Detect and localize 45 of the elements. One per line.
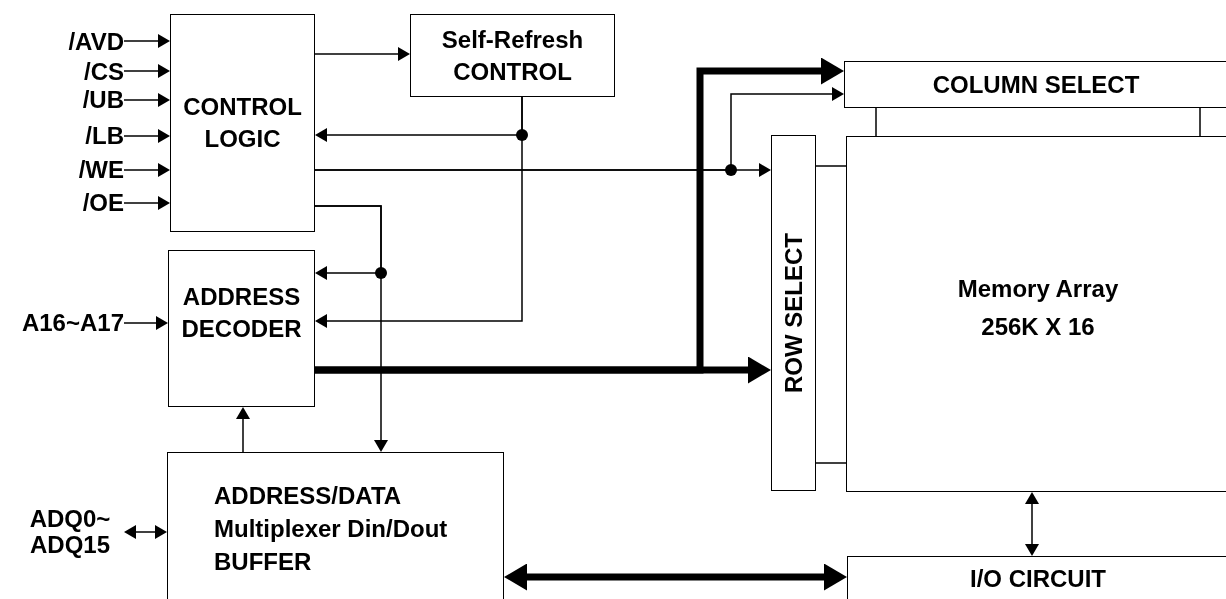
arrow: [123, 64, 170, 78]
bus-arrow: [504, 563, 847, 591]
signal-label: /WE: [56, 157, 124, 183]
arrow: [123, 129, 170, 143]
block-box: [844, 61, 1226, 108]
block-label: Self-Refresh CONTROL: [440, 24, 585, 87]
connector-line: [875, 107, 877, 137]
arrow: [1025, 492, 1039, 556]
block-box: [771, 135, 816, 491]
block-box: [168, 250, 315, 407]
connector-line: [815, 165, 847, 167]
arrow: [123, 34, 170, 48]
block-box: [847, 556, 1226, 599]
block-label: Memory Array: [957, 274, 1119, 304]
arrow: [314, 47, 410, 61]
arrow: [314, 87, 844, 171]
arrow: [123, 196, 170, 210]
arrow: [236, 407, 250, 453]
block-box: [167, 452, 504, 599]
block-box: [170, 14, 315, 232]
block-label: ROW SELECT: [778, 233, 808, 393]
block-label: ADDRESS DECODER: [180, 282, 303, 344]
signal-label: /AVD: [56, 29, 124, 55]
bus-arrow: [315, 57, 844, 374]
signal-label: /CS: [56, 59, 124, 85]
signal-label: /OE: [56, 190, 124, 216]
block-box: [410, 14, 615, 97]
arrow: [123, 93, 170, 107]
connector-line: [1199, 107, 1201, 137]
signal-label: A16~A17: [8, 310, 124, 336]
signal-label: ADQ0~ ADQ15: [16, 506, 124, 560]
arrow: [315, 96, 523, 328]
signal-label: /LB: [56, 123, 124, 149]
signal-label: /UB: [56, 87, 124, 113]
block-label: ADDRESS/DATA Multiplexer Din/Dout BUFFER: [214, 481, 449, 577]
block-label: 256K X 16: [981, 312, 1095, 342]
arrow: [314, 205, 388, 452]
block-box: [846, 136, 1226, 492]
block-label: I/O CIRCUIT: [970, 564, 1106, 594]
arrow: [124, 525, 167, 539]
arrow: [123, 316, 168, 330]
block-label: CONTROL LOGIC: [182, 92, 303, 154]
block-label: COLUMN SELECT: [932, 69, 1140, 100]
connector-line: [815, 462, 847, 464]
arrow: [123, 163, 170, 177]
